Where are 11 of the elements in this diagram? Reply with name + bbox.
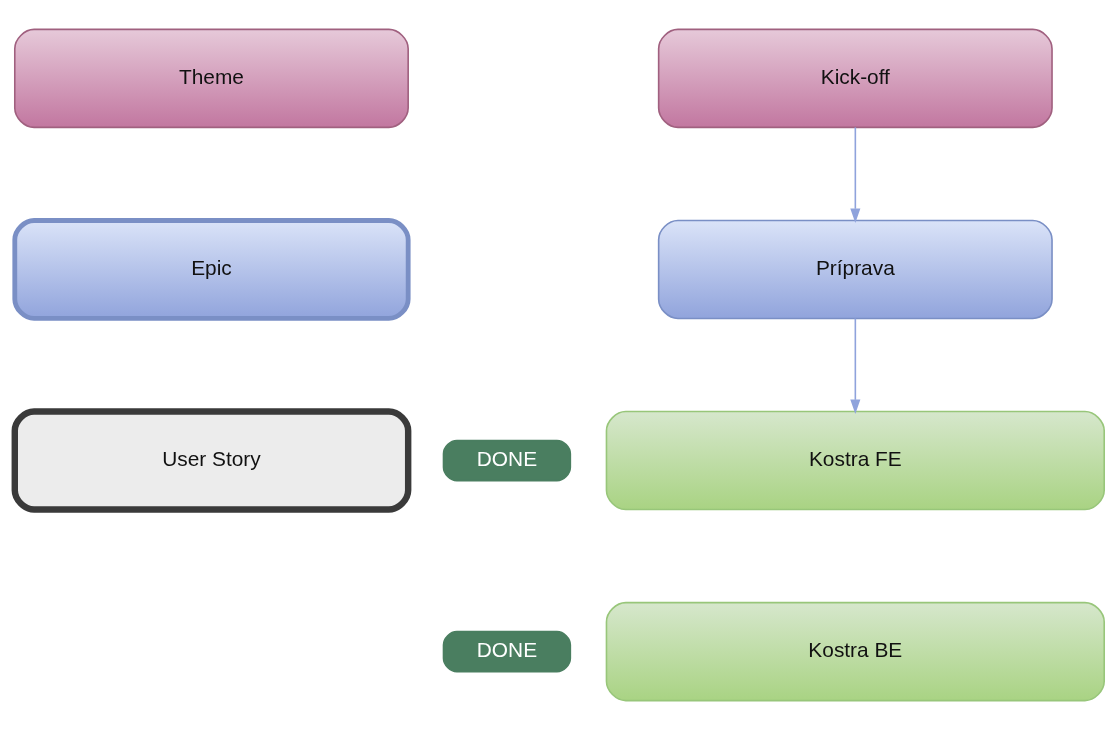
node-box: DONE bbox=[442, 439, 572, 481]
arrow bbox=[850, 126, 861, 223]
arrow bbox=[850, 317, 861, 414]
node-box: User Story bbox=[11, 407, 412, 513]
node-box: Kostra FE bbox=[605, 410, 1105, 510]
node-box: Kostra BE bbox=[605, 601, 1105, 701]
node-box: Kick-off bbox=[657, 28, 1053, 128]
node-box: Theme bbox=[14, 28, 409, 128]
node-box: Príprava bbox=[657, 219, 1053, 319]
node-box: Epic bbox=[12, 217, 411, 321]
node-box: DONE bbox=[442, 630, 572, 672]
